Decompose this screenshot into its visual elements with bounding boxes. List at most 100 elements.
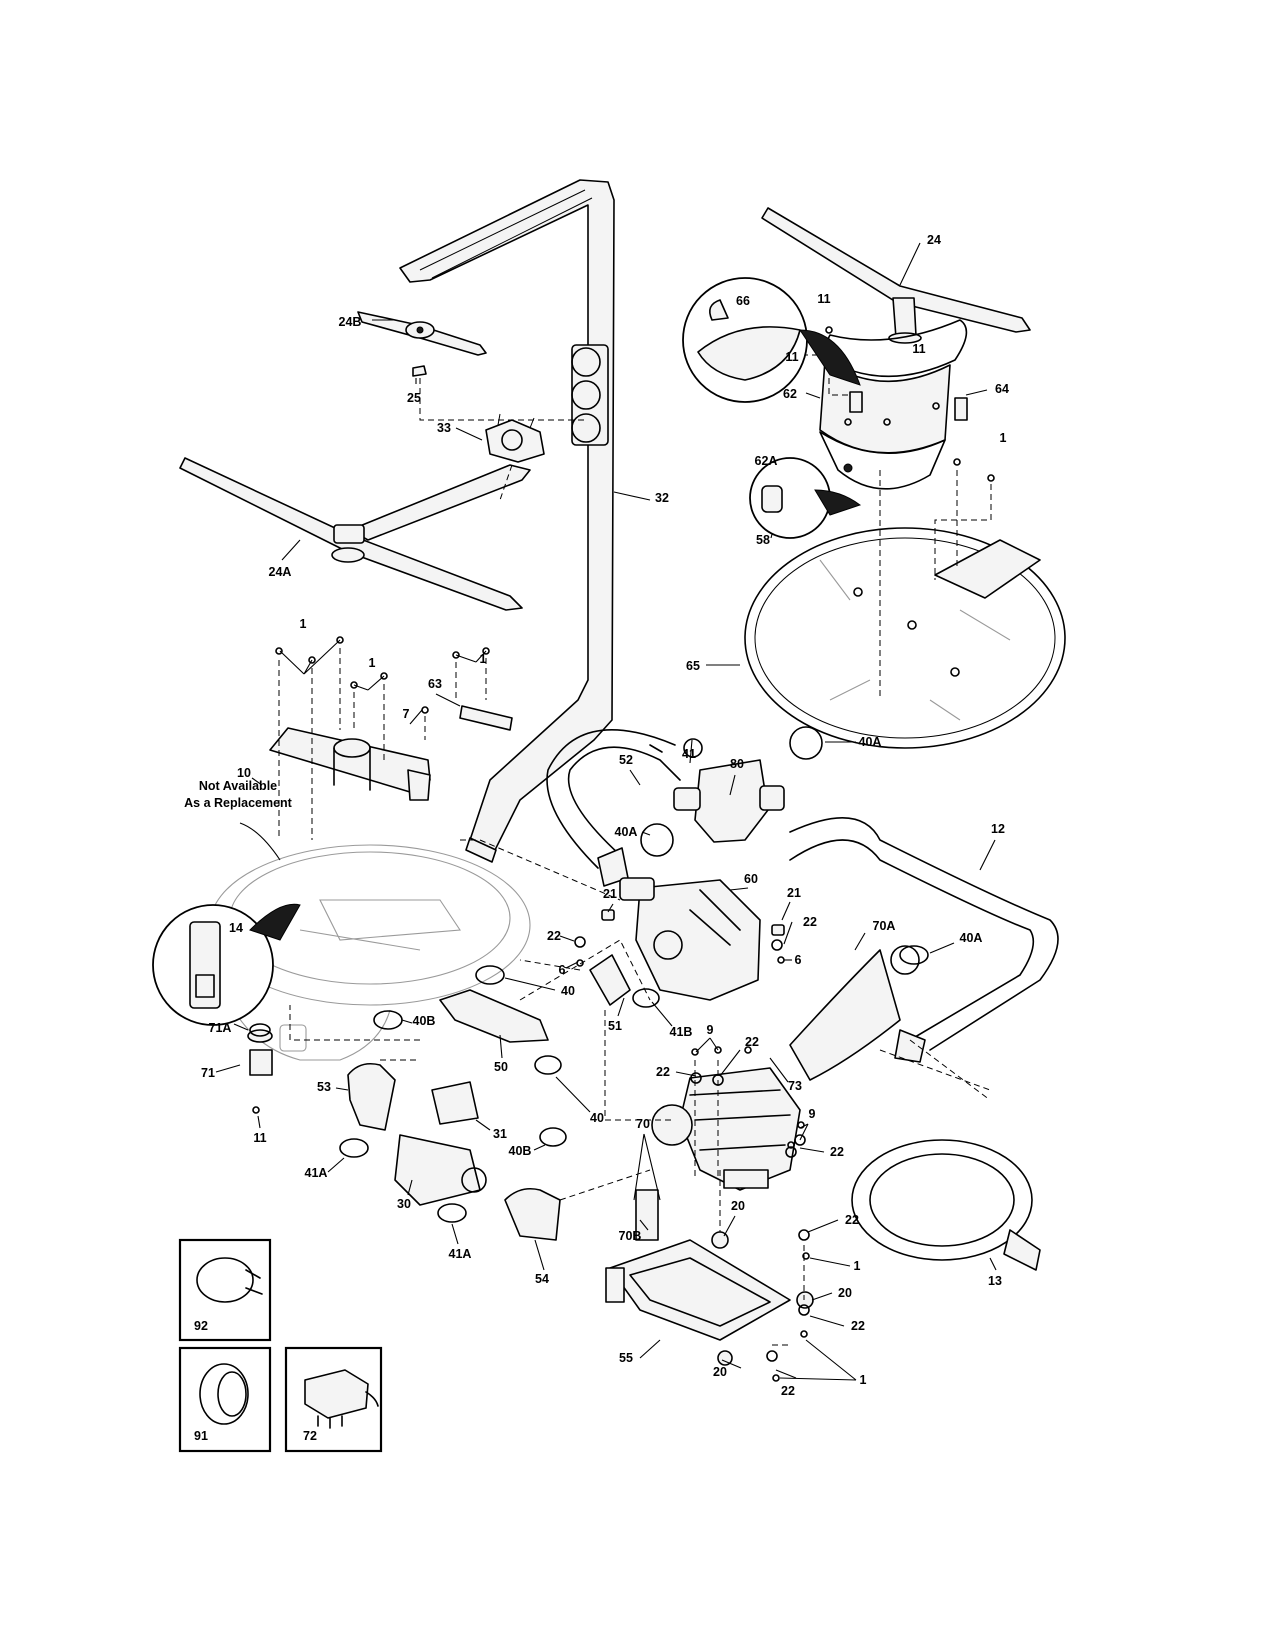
callout-label: 7 — [403, 707, 410, 721]
assembly-lines — [278, 338, 992, 1346]
callout-label: 24B — [339, 315, 362, 329]
callout-label: 55 — [619, 1351, 633, 1365]
callout-label: 63 — [428, 677, 442, 691]
callout-label: 33 — [437, 421, 451, 435]
leader-lines — [215, 242, 997, 1381]
callout-label: 64 — [995, 382, 1009, 396]
callout-label: 9 — [707, 1023, 714, 1037]
callout-label: 11 — [817, 292, 830, 306]
inset-water-sensor — [152, 903, 301, 1026]
callout-label: 6 — [559, 963, 566, 977]
part-hoses-and-valve — [546, 726, 1059, 1063]
callout-label: 22 — [656, 1065, 670, 1079]
callout-label: 21 — [603, 887, 617, 901]
callout-label: 51 — [608, 1019, 622, 1033]
callout-label: 40 — [561, 984, 575, 998]
callout-label: 53 — [317, 1080, 331, 1094]
callout-label: 41B — [670, 1025, 693, 1039]
callout-label: 22 — [781, 1384, 795, 1398]
callout-label: 14 — [229, 921, 243, 935]
callout-label: 24 — [927, 233, 941, 247]
callout-label: 80 — [730, 757, 744, 771]
note-line-1: Not Available — [199, 779, 277, 793]
callout-label: 40A — [859, 735, 882, 749]
part-filter-plate — [744, 527, 1066, 749]
callout-label: 40 — [590, 1111, 604, 1125]
callout-label: 70 — [636, 1117, 650, 1131]
callout-label: 25 — [407, 391, 421, 405]
callout-label: 70A — [873, 919, 896, 933]
callout-label: 70B — [619, 1229, 642, 1243]
callout-label: 11 — [253, 1131, 266, 1145]
callout-label: 30 — [397, 1197, 411, 1211]
callout-label: 1 — [369, 656, 376, 670]
callout-label: 22 — [845, 1213, 859, 1227]
callout-label: 20 — [731, 1199, 745, 1213]
callout-label: 52 — [619, 753, 633, 767]
callout-label: 71A — [209, 1021, 232, 1035]
callout-label: 6 — [795, 953, 802, 967]
callout-label: 32 — [655, 491, 669, 505]
callout-label: 58 — [756, 533, 770, 547]
part-drain-hose — [851, 1139, 1041, 1271]
part-manifold — [269, 705, 513, 801]
inset-filter-tab — [749, 457, 862, 539]
callout-label: 22 — [830, 1145, 844, 1159]
part-pump-motor — [635, 949, 901, 1241]
callout-label: 1 — [854, 1259, 861, 1273]
callout-label: 41 — [682, 747, 696, 761]
part-hose-clamps — [249, 945, 929, 1223]
callout-label: 91 — [194, 1429, 208, 1443]
part-drain-pump-and-hoses — [247, 954, 631, 1241]
callout-label: 41A — [449, 1247, 472, 1261]
callout-label: 62 — [783, 387, 797, 401]
callout-label: 40B — [509, 1144, 532, 1158]
callout-label: 40A — [615, 825, 638, 839]
callout-label: 31 — [493, 1127, 507, 1141]
callout-label: 1 — [860, 1373, 867, 1387]
callout-label: 40B — [413, 1014, 436, 1028]
callout-label: 60 — [744, 872, 758, 886]
callout-label: 13 — [988, 1274, 1002, 1288]
callout-label: 71 — [201, 1066, 215, 1080]
inset-module-72 — [284, 1346, 383, 1453]
callout-label: 10 — [237, 766, 251, 780]
callout-label: 11 — [912, 342, 925, 356]
callout-label: 40A — [960, 931, 983, 945]
callout-label: 20 — [713, 1365, 727, 1379]
callout-label: 1 — [300, 617, 307, 631]
part-base-bracket — [605, 1231, 814, 1366]
callout-label: 72 — [303, 1429, 317, 1443]
callout-label: 20 — [838, 1286, 852, 1300]
callout-label: 65 — [686, 659, 700, 673]
callout-labels: 24B 25 33 24A 32 24 66 11 11 11 64 62 62… — [194, 233, 1009, 1443]
callout-label: 22 — [803, 915, 817, 929]
callout-label: 22 — [851, 1319, 865, 1333]
part-mid-spray-arm — [761, 207, 1031, 344]
inset-grommet-91 — [178, 1346, 272, 1453]
callout-label: 9 — [809, 1107, 816, 1121]
callout-label: 1 — [480, 652, 487, 666]
callout-label: 41A — [305, 1166, 328, 1180]
callout-label: 11 — [785, 350, 798, 364]
inset-filter-screen — [682, 277, 861, 403]
callout-label: 54 — [535, 1272, 549, 1286]
callout-label: 22 — [745, 1035, 759, 1049]
part-diverter — [485, 413, 545, 463]
callout-label: 66 — [736, 294, 750, 308]
part-upper-spray-arm — [357, 311, 487, 377]
callout-label: 22 — [547, 929, 561, 943]
part-supply-tube — [399, 179, 615, 863]
callout-label: 12 — [991, 822, 1005, 836]
callout-label: 73 — [788, 1079, 802, 1093]
callout-label: 1 — [1000, 431, 1007, 445]
callout-label: 62A — [755, 454, 778, 468]
part-circulation-assembly — [619, 877, 761, 1001]
part-fasteners — [252, 325, 995, 1382]
tub-outline-ghost — [209, 844, 531, 1061]
callout-label: 21 — [787, 886, 801, 900]
callout-label: 92 — [194, 1319, 208, 1333]
callout-label: 50 — [494, 1060, 508, 1074]
inset-clamp-92 — [178, 1238, 272, 1342]
